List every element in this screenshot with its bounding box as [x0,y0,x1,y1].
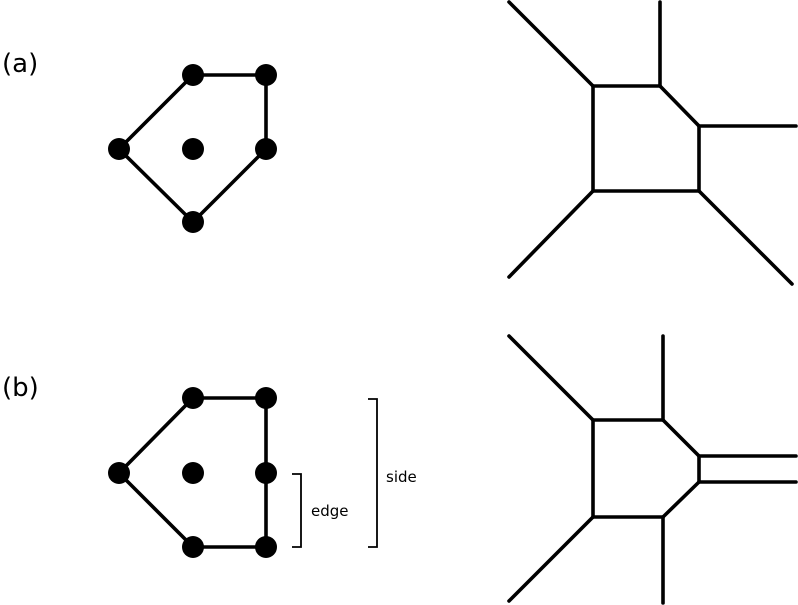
panel-a-lattice-point [108,138,130,160]
panel-a-curve-ray [697,189,794,286]
panel-b-polygon-edge [117,471,195,549]
panel-a-interior-point [182,138,204,160]
panel-a-curve-ray [507,189,595,279]
panel-a-lattice-point [182,211,204,233]
panel-a-polygon-edge [117,73,195,151]
side-bracket-line [368,398,378,548]
panel-b-curve-ray [507,334,595,422]
edge-bracket-label: edge [311,502,349,520]
panel-b-interior-point [182,462,204,484]
side-bracket-label: side [386,468,417,486]
panel-b-lattice-point [108,462,130,484]
panel-b-curve-ray [507,515,595,603]
panel-a-lattice-point [255,64,277,86]
panel-b-lattice-point [182,387,204,409]
panel-b-polygon-edge [117,396,195,475]
panel-b-lattice-point [182,536,204,558]
panel-a-lattice-point [182,64,204,86]
panel-a-tropical-curve [507,0,798,286]
panel-a-label: (a) [2,49,38,79]
edge-bracket-line [292,473,302,548]
panel-a-curve-bounded-edge [658,84,701,128]
panel-a-lattice-point [255,138,277,160]
edge-bracket: edge [292,473,349,548]
panel-a-curve-ray [507,0,595,88]
panel-a-polygon-edge [117,147,195,224]
panel-b-polygon [108,387,277,558]
panel-b-label: (b) [2,373,39,403]
panel-b-curve-bounded-edge [661,480,701,519]
panel-a-polygon [108,64,277,233]
panel-b-tropical-curve [507,334,798,605]
panel-b-lattice-point [255,462,277,484]
panel-a: (a) [2,0,798,286]
panel-b: (b) edge side [2,334,798,605]
panel-b-lattice-point [255,536,277,558]
side-bracket: side [368,398,417,548]
panel-a-polygon-edge [191,147,268,224]
panel-b-curve-bounded-edge [661,418,701,458]
panel-b-lattice-point [255,387,277,409]
